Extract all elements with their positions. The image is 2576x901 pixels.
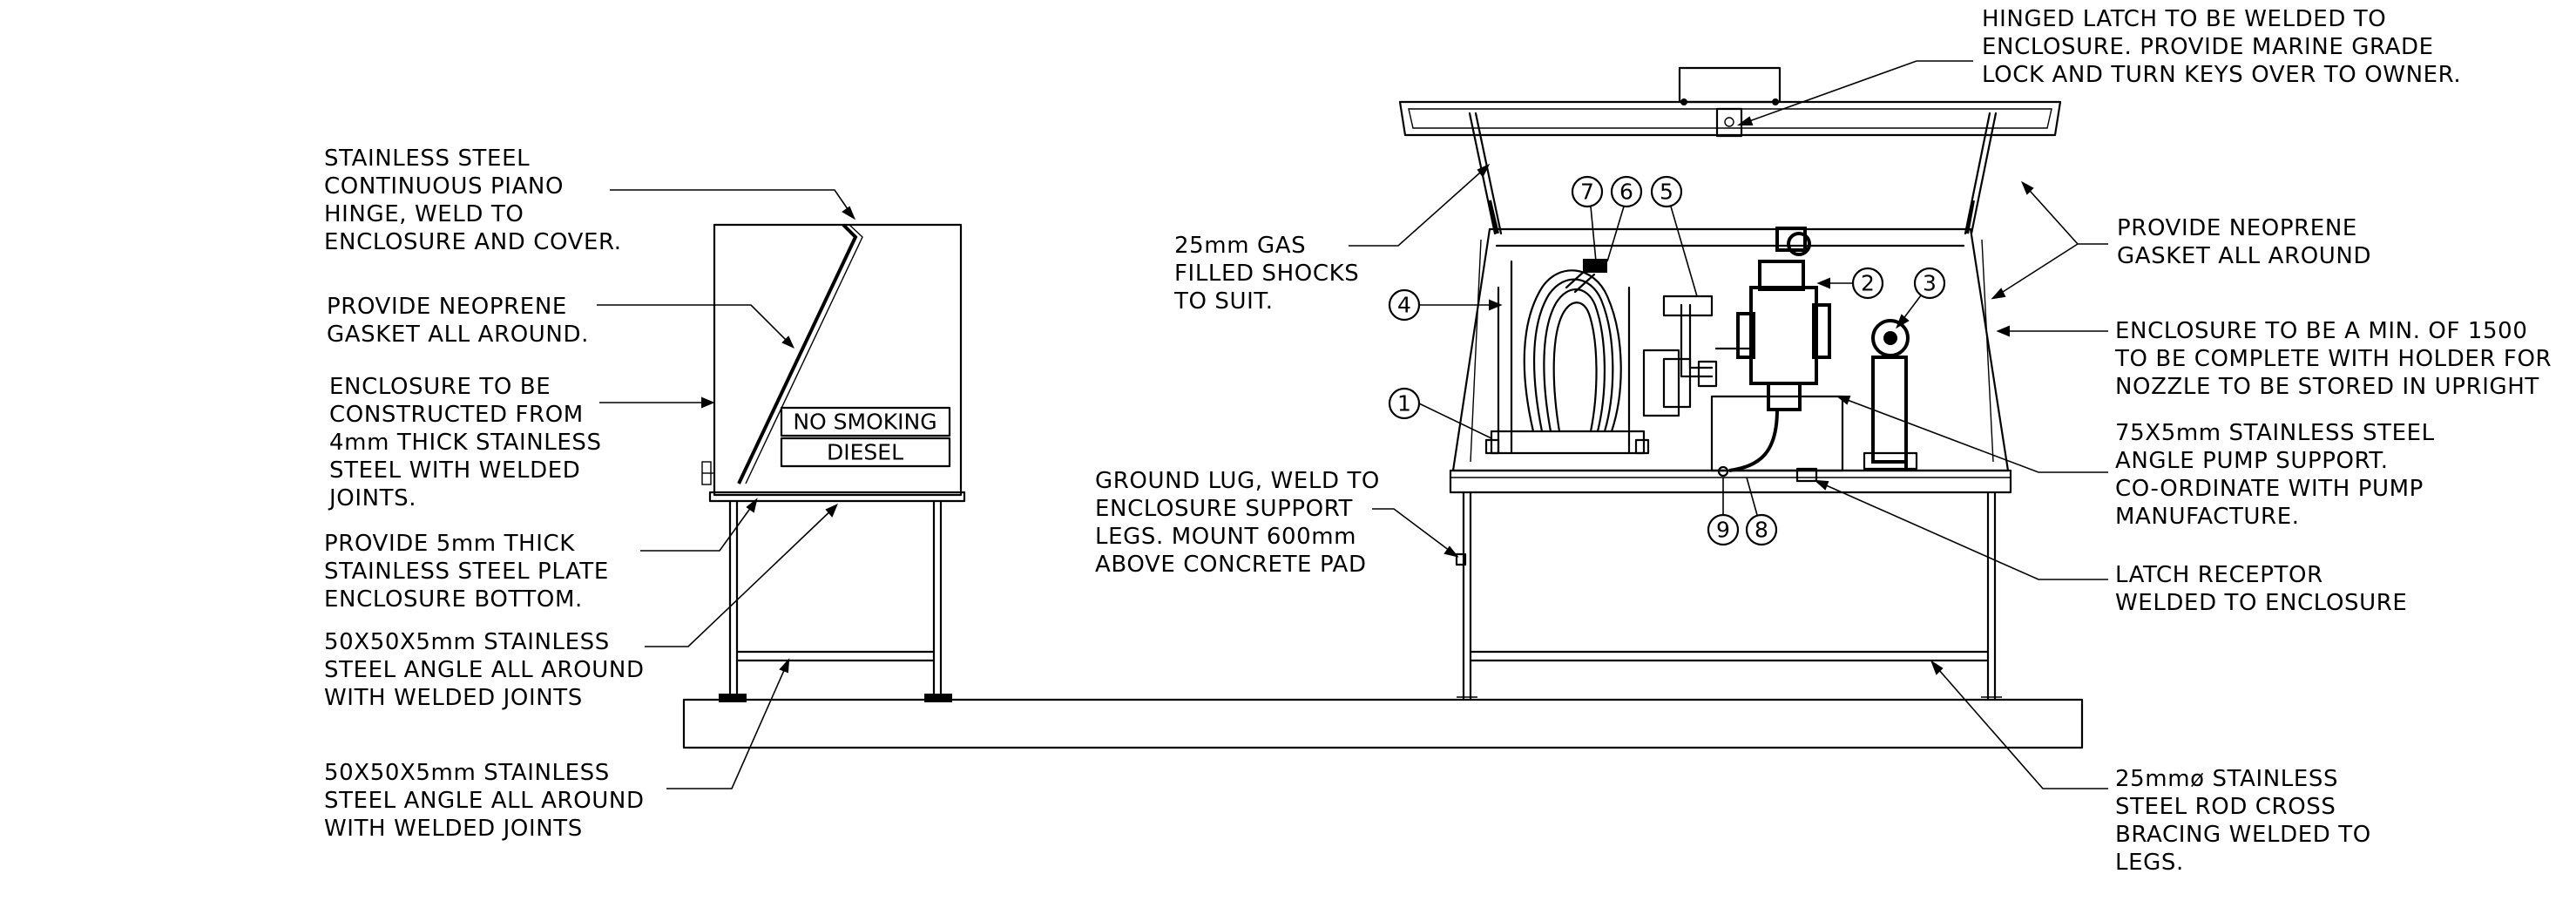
svg-text:HINGED LATCH TO BE WELDED TO: HINGED LATCH TO BE WELDED TO <box>1982 6 2386 32</box>
svg-text:CONTINUOUS PIANO: CONTINUOUS PIANO <box>324 173 564 200</box>
pump-meter <box>1714 227 1831 411</box>
balloon-4: 4 <box>1388 288 1503 322</box>
note-angle-lower: 50X50X5mm STAINLESS STEEL ANGLE ALL AROU… <box>324 658 790 842</box>
note-gasket-right: PROVIDE NEOPRENE GASKET ALL AROUND <box>1991 180 2371 300</box>
no-smoking-sign <box>780 406 951 437</box>
balloon-6: 6 <box>1606 175 1643 262</box>
svg-text:ENCLOSURE AND COVER.: ENCLOSURE AND COVER. <box>324 229 622 255</box>
svg-text:STEEL ROD CROSS: STEEL ROD CROSS <box>2115 794 2336 820</box>
note-bottom-plate: PROVIDE 5mm THICK STAINLESS STEEL PLATE … <box>324 498 758 613</box>
diesel-sign <box>780 437 951 468</box>
balloon-9: 9 <box>1707 478 1740 546</box>
front-view-enclosure <box>1398 66 2062 701</box>
svg-text:MANUFACTURE.: MANUFACTURE. <box>2115 504 2300 530</box>
svg-text:WITH WELDED JOINTS: WITH WELDED JOINTS <box>324 685 583 711</box>
diesel-label: DIESEL <box>827 440 903 465</box>
svg-text:LEGS.: LEGS. <box>2115 850 2184 876</box>
hinged-latch <box>1715 107 1743 138</box>
svg-text:BRACING WELDED TO: BRACING WELDED TO <box>2115 822 2371 848</box>
side-view-enclosure: NO SMOKING DIESEL <box>701 223 966 702</box>
svg-text:PROVIDE 5mm THICK: PROVIDE 5mm THICK <box>324 531 575 557</box>
svg-text:ABOVE CONCRETE PAD: ABOVE CONCRETE PAD <box>1095 552 1367 578</box>
svg-text:LOCK AND TURN KEYS OVER TO OWN: LOCK AND TURN KEYS OVER TO OWNER. <box>1982 62 2461 88</box>
svg-text:ENCLOSURE BOTTOM.: ENCLOSURE BOTTOM. <box>324 586 583 613</box>
balloon-2: 2 <box>1816 267 1884 300</box>
note-ground-lug: GROUND LUG, WELD TO ENCLOSURE SUPPORT LE… <box>1095 468 1459 578</box>
svg-text:WELDED TO ENCLOSURE: WELDED TO ENCLOSURE <box>2115 590 2407 616</box>
svg-text:JOINTS.: JOINTS. <box>328 485 416 511</box>
svg-text:ENCLOSURE TO BE A MIN. OF 1500: ENCLOSURE TO BE A MIN. OF 1500 <box>2115 318 2527 344</box>
svg-text:1: 1 <box>1397 391 1411 417</box>
svg-text:STAINLESS STEEL: STAINLESS STEEL <box>324 146 530 172</box>
note-pump-support: 75X5mm STAINLESS STEEL ANGLE PUMP SUPPOR… <box>1836 396 2435 530</box>
note-hinged-latch: HINGED LATCH TO BE WELDED TO ENCLOSURE. … <box>1736 6 2461 125</box>
svg-text:STAINLESS STEEL PLATE: STAINLESS STEEL PLATE <box>324 559 609 585</box>
svg-text:NOZZLE TO BE STORED IN UPRIGHT: NOZZLE TO BE STORED IN UPRIGHT <box>2115 374 2539 400</box>
svg-text:7: 7 <box>1580 180 1594 205</box>
nozzle-holder <box>1863 319 1918 471</box>
no-smoking-label: NO SMOKING <box>793 410 936 435</box>
svg-text:ANGLE PUMP SUPPORT.: ANGLE PUMP SUPPORT. <box>2115 448 2389 474</box>
svg-text:4: 4 <box>1397 293 1411 318</box>
svg-text:50X50X5mm STAINLESS: 50X50X5mm STAINLESS <box>324 629 610 655</box>
note-min-size: ENCLOSURE TO BE A MIN. OF 1500 TO BE COM… <box>1996 318 2552 400</box>
svg-text:CONSTRUCTED FROM: CONSTRUCTED FROM <box>329 402 584 428</box>
svg-text:LEGS. MOUNT 600mm: LEGS. MOUNT 600mm <box>1095 524 1356 550</box>
svg-text:3: 3 <box>1923 271 1937 296</box>
latch-receptor <box>1795 467 1818 483</box>
svg-text:ENCLOSURE TO BE: ENCLOSURE TO BE <box>329 374 551 400</box>
svg-text:FILLED SHOCKS: FILLED SHOCKS <box>1174 261 1359 287</box>
hose-reel <box>1484 259 1650 455</box>
svg-text:6: 6 <box>1619 180 1633 205</box>
svg-text:STEEL WITH WELDED: STEEL WITH WELDED <box>329 457 580 484</box>
balloon-3: 3 <box>1896 267 1946 329</box>
note-gasket-left: PROVIDE NEOPRENE GASKET ALL AROUND. <box>327 294 795 349</box>
balloon-5: 5 <box>1650 175 1698 297</box>
svg-text:GASKET ALL AROUND: GASKET ALL AROUND <box>2117 243 2371 269</box>
svg-text:STEEL ANGLE ALL AROUND: STEEL ANGLE ALL AROUND <box>324 788 645 814</box>
svg-text:PROVIDE NEOPRENE: PROVIDE NEOPRENE <box>327 294 567 320</box>
svg-text:25mm GAS: 25mm GAS <box>1174 233 1306 259</box>
concrete-pad <box>682 698 2084 749</box>
svg-text:8: 8 <box>1755 518 1768 543</box>
svg-text:HINGE, WELD TO: HINGE, WELD TO <box>324 201 524 227</box>
svg-text:ENCLOSURE SUPPORT: ENCLOSURE SUPPORT <box>1095 496 1353 522</box>
svg-text:GASKET ALL AROUND.: GASKET ALL AROUND. <box>327 322 589 348</box>
svg-text:GROUND LUG, WELD TO: GROUND LUG, WELD TO <box>1095 468 1380 494</box>
svg-text:PROVIDE NEOPRENE: PROVIDE NEOPRENE <box>2117 215 2357 241</box>
svg-text:TO SUIT.: TO SUIT. <box>1173 288 1274 315</box>
filter-assembly <box>1642 295 1718 417</box>
svg-text:75X5mm STAINLESS STEEL: 75X5mm STAINLESS STEEL <box>2115 420 2435 446</box>
balloon-1: 1 <box>1388 387 1492 439</box>
note-rod-bracing: 25mmø STAINLESS STEEL ROD CROSS BRACING … <box>1930 660 2371 876</box>
note-construction: ENCLOSURE TO BE CONSTRUCTED FROM 4mm THI… <box>328 374 715 511</box>
ground-lug <box>1455 552 1467 566</box>
svg-text:TO BE COMPLETE WITH HOLDER FOR: TO BE COMPLETE WITH HOLDER FOR <box>2114 346 2552 372</box>
note-piano-hinge: STAINLESS STEEL CONTINUOUS PIANO HINGE, … <box>324 146 856 255</box>
svg-text:50X50X5mm STAINLESS: 50X50X5mm STAINLESS <box>324 760 610 786</box>
svg-text:9: 9 <box>1716 518 1730 543</box>
balloon-7: 7 <box>1571 175 1604 262</box>
svg-text:5: 5 <box>1660 180 1673 205</box>
svg-text:CO-ORDINATE WITH PUMP: CO-ORDINATE WITH PUMP <box>2115 476 2424 502</box>
note-gas-shocks: 25mm GAS FILLED SHOCKS TO SUIT. <box>1173 163 1491 315</box>
note-angle-upper: 50X50X5mm STAINLESS STEEL ANGLE ALL AROU… <box>324 504 838 711</box>
svg-text:LATCH RECEPTOR: LATCH RECEPTOR <box>2115 562 2323 588</box>
note-latch-receptor: LATCH RECEPTOR WELDED TO ENCLOSURE <box>1814 479 2407 616</box>
svg-text:STEEL ANGLE ALL AROUND: STEEL ANGLE ALL AROUND <box>324 657 645 683</box>
svg-text:25mmø STAINLESS: 25mmø STAINLESS <box>2115 766 2338 792</box>
balloon-8: 8 <box>1745 477 1778 546</box>
svg-text:WITH WELDED JOINTS: WITH WELDED JOINTS <box>324 816 583 842</box>
svg-text:2: 2 <box>1861 271 1875 296</box>
svg-text:ENCLOSURE. PROVIDE MARINE GRAD: ENCLOSURE. PROVIDE MARINE GRADE <box>1982 34 2434 60</box>
svg-text:4mm THICK STAINLESS: 4mm THICK STAINLESS <box>329 430 602 456</box>
